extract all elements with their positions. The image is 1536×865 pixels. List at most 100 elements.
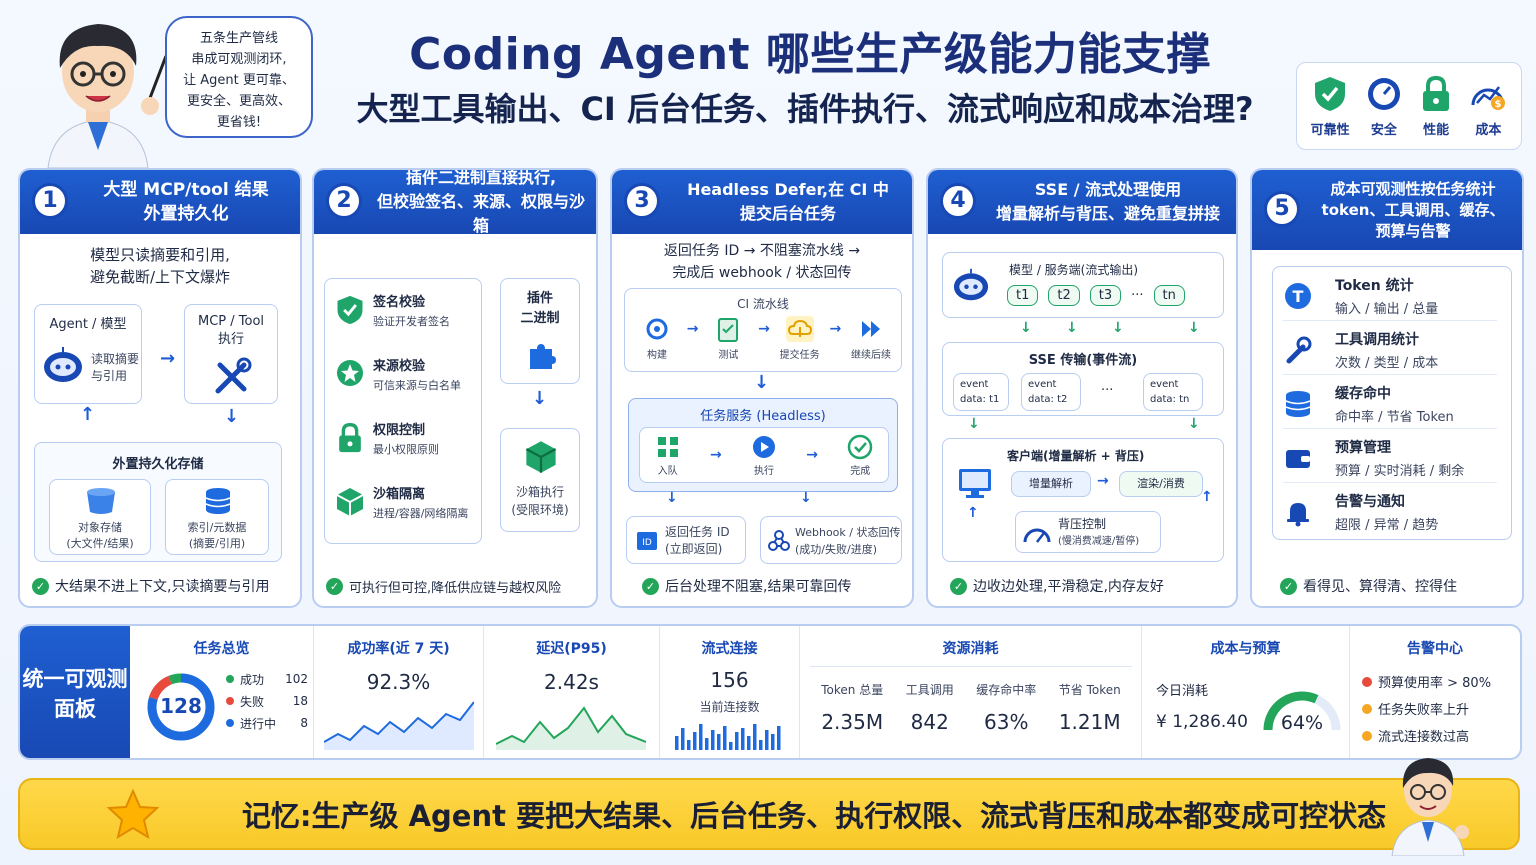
- panel-header: 3 Headless Defer,在 CI 中 提交后台任务: [612, 170, 912, 234]
- bubble-line: 五条生产管线: [199, 31, 278, 46]
- connection-bar: [687, 740, 691, 750]
- row-sub: 输入 / 输出 / 总量: [1335, 301, 1439, 317]
- resource-key: 缓存命中率: [976, 683, 1037, 697]
- resource-value: 842: [910, 710, 949, 734]
- stream-value: 156: [710, 668, 749, 692]
- external-storage-box: 外置持久化存储 对象存储 (大文件/结果) 索引/元数据 (摘要/引用): [34, 442, 282, 562]
- webhook-box: Webhook / 状态回传 (成功/失败/进度): [760, 516, 902, 564]
- object-storage: 对象存储 (大文件/结果): [49, 479, 151, 555]
- token-chip: tn: [1153, 285, 1185, 306]
- agent-model-box: Agent / 模型 读取摘要 与引用: [34, 304, 142, 404]
- star-icon: [106, 788, 160, 840]
- backpressure-label: 背压控制 (慢消费减速/暂停): [1058, 516, 1139, 550]
- ret-line: (立即返回): [665, 542, 723, 556]
- arrow-right-icon: →: [686, 321, 699, 337]
- shield-check-icon: [1315, 76, 1346, 111]
- obj-line: 对象存储: [78, 521, 122, 534]
- cube-icon: [336, 488, 364, 516]
- check-circle-icon: [848, 434, 873, 459]
- check-icon: ✓: [1280, 577, 1297, 595]
- connection-bar: [735, 732, 739, 750]
- alert-dot: [1362, 703, 1372, 714]
- subtitle-line: 完成后 webhook / 状态回传: [672, 265, 852, 281]
- row-sub: 验证开发者签名: [373, 315, 450, 328]
- sandbox-exec-box: 沙箱执行 (受限环境): [500, 428, 580, 532]
- arrow-right-icon: →: [1097, 473, 1109, 489]
- sand-line: (受限环境): [511, 503, 569, 517]
- capability-badges: 可靠性 安全 性能 $ 成本: [1296, 62, 1522, 150]
- connection-bar: [741, 728, 745, 750]
- footer-text: 可执行但可控,降低供应链与越权风险: [349, 581, 562, 596]
- check-row: 签名校验验证开发者签名: [335, 283, 481, 337]
- ci-step: 测试: [702, 315, 754, 361]
- success-sparkline: [324, 701, 474, 750]
- task-total: 128: [160, 694, 202, 718]
- arrow-up-icon: ↑: [967, 505, 979, 521]
- badge-label: 性能: [1423, 122, 1450, 138]
- webhook-icon: [768, 530, 790, 551]
- row-title: 告警与通知: [1335, 494, 1405, 510]
- row-title: 来源校验: [373, 359, 426, 374]
- cost-row: 缓存命中命中率 / 节省 Token: [1283, 379, 1497, 429]
- wh-line: (成功/失败/进度): [795, 543, 877, 556]
- resource-key: 节省 Token: [1058, 683, 1121, 697]
- plugin-line: 二进制: [520, 311, 560, 326]
- alert-dot: [1362, 730, 1372, 741]
- database-icon: [1285, 390, 1311, 417]
- ci-steps: 构建 → 测试 → 提交任务 → 继续后续: [631, 315, 897, 361]
- ci-label: CI 流水线: [737, 297, 789, 311]
- gear-icon: [646, 318, 668, 340]
- arrow-down-icon: ↓: [1188, 416, 1200, 432]
- read-summary-label: 读取摘要 与引用: [91, 351, 139, 385]
- puzzle-icon: [530, 344, 556, 369]
- badge-label: 可靠性: [1310, 122, 1350, 138]
- speech-bubble: 五条生产管线 串成可观测闭环, 让 Agent 更可靠、 更安全、更高效、 更省…: [165, 16, 313, 138]
- alert-row: 流式连接数过高: [1362, 722, 1491, 749]
- service-label: 任务服务 (Headless): [700, 409, 826, 424]
- panel-footer: ✓看得见、算得清、控得住: [1280, 576, 1516, 596]
- ci-pipeline-box: CI 流水线 构建 → 测试 → 提交任务 → 继续后续: [624, 288, 902, 372]
- page-title: Coding Agent 哪些生产级能力能支撑: [409, 29, 1211, 80]
- panel-title: Headless Defer,在 CI 中 提交后台任务: [687, 180, 889, 223]
- arrow-right-icon: →: [758, 321, 770, 337]
- bubble-line: 串成可观测闭环,: [191, 52, 287, 67]
- legend-value: 8: [300, 716, 308, 730]
- svg-text:ID: ID: [642, 538, 652, 548]
- client-label: 客户端(增量解析 + 背压): [1007, 449, 1145, 463]
- panel-title: 插件二进制直接执行, 但校验签名、来源、权限与沙箱: [376, 168, 585, 235]
- connection-bar: [747, 736, 751, 750]
- panel-header: 4 SSE / 流式处理使用 增量解析与背压、避免重复拼接: [928, 170, 1236, 234]
- connection-bar: [675, 736, 679, 750]
- panel-footer: ✓大结果不进上下文,只读摘要与引用: [32, 576, 294, 596]
- arrow-down-icon: ↓: [1066, 320, 1078, 336]
- panel-subtitle: 模型只读摘要和引用, 避免截断/上下文爆炸: [20, 244, 300, 288]
- connection-bar: [711, 730, 715, 750]
- alert-list: 预算使用率 > 80% 任务失败率上升 流式连接数过高: [1362, 668, 1491, 749]
- event-line: data: tn: [1150, 394, 1190, 405]
- event-line: data: t1: [960, 394, 1000, 405]
- budget-value: ¥ 1,286.40: [1156, 712, 1248, 732]
- connection-bar: [705, 738, 709, 750]
- check-row: 权限控制最小权限原则: [335, 411, 481, 465]
- gauge-icon: [1367, 77, 1400, 110]
- cost-chart-icon: $: [1471, 85, 1506, 110]
- sse-label: SSE 传输(事件流): [1028, 353, 1138, 368]
- connection-bar: [777, 726, 781, 750]
- speedometer-icon: [1023, 528, 1051, 543]
- clipboard-icon: [718, 318, 739, 342]
- step-number: 1: [32, 183, 68, 219]
- arrow-right-icon: →: [160, 348, 176, 369]
- panel-title: 成本可观测性按任务统计 token、工具调用、缓存、 预算与告警: [1321, 179, 1505, 240]
- token-chip: t3: [1089, 285, 1122, 306]
- arrow-down-icon: ↓: [532, 388, 548, 409]
- subtitle-line: 模型只读摘要和引用,: [90, 246, 230, 264]
- dashboard-title: 统一可观测 面板: [20, 626, 130, 758]
- arrow-down-icon: ↓: [666, 490, 678, 506]
- cost-row: 预算管理预算 / 实时消耗 / 剩余: [1283, 433, 1497, 483]
- check-row: 沙箱隔离进程/容器/网络隔离: [335, 475, 481, 529]
- connection-bar: [681, 728, 685, 750]
- row-title: 缓存命中: [1335, 385, 1391, 402]
